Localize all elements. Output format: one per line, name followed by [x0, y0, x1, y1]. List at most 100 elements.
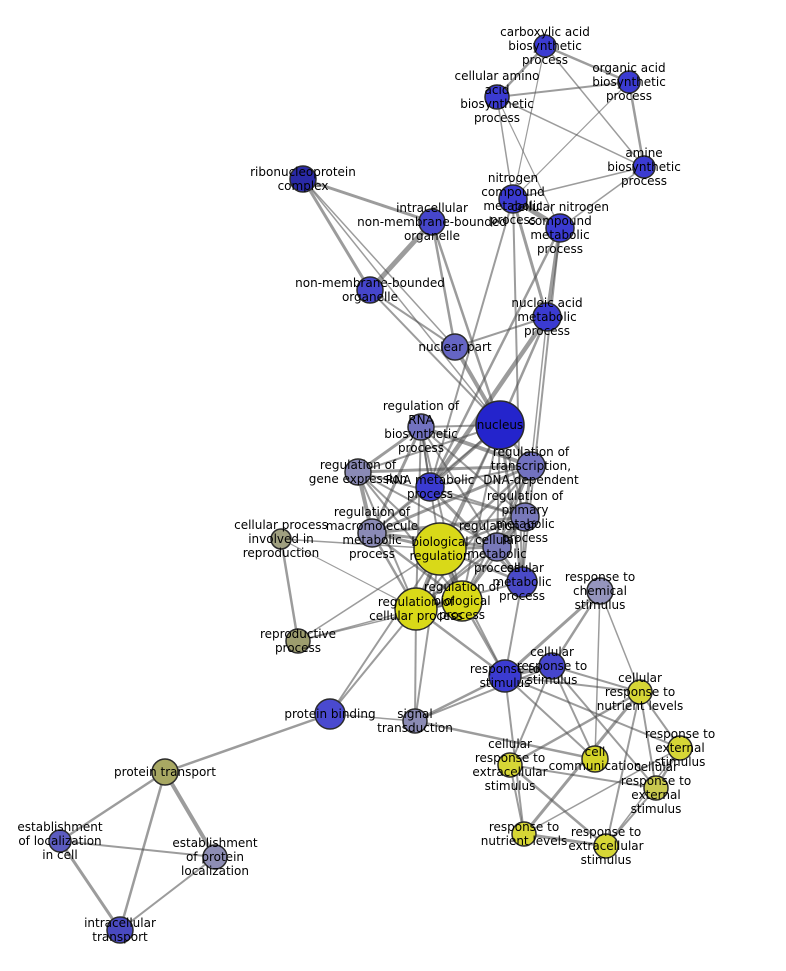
graph-node-rs[interactable] [488, 659, 522, 693]
graph-edge-rt-rge [357, 464, 532, 474]
graph-edge-inmbo-nmbo [368, 220, 434, 292]
graph-edge-crs-crext [551, 665, 657, 789]
graph-edge-oa-am [627, 81, 646, 168]
graph-edge-rrb-rcp [415, 426, 422, 610]
graph-edge-ca-am [544, 45, 645, 168]
graph-edge-cncm-rmp [428, 227, 562, 488]
graph-edge-pt-elc [59, 770, 166, 843]
graph-edge-ncm-nam [511, 198, 549, 318]
graph-edge-nam-rt [530, 316, 548, 467]
graph-edge-rrb-rpm [420, 426, 526, 518]
graph-edge-rge-rcp [357, 471, 417, 610]
graph-edge-rrb-rbp [420, 426, 463, 602]
graph-node-rpm[interactable] [510, 502, 540, 532]
graph-edge-oa-caa [496, 81, 630, 98]
graph-edge-nmbo-np [369, 289, 456, 348]
graph-edge-rext-recs [605, 747, 681, 847]
graph-node-rt[interactable] [516, 451, 546, 481]
graph-node-np[interactable] [441, 333, 469, 361]
graph-node-nuc[interactable] [475, 400, 525, 450]
graph-node-crec[interactable] [497, 752, 523, 778]
graph-edge-rcp-cpr [280, 538, 417, 610]
graph-edge-pb-pt [164, 712, 331, 774]
graph-node-nam[interactable] [532, 302, 562, 332]
graph-edge-crs-st [414, 665, 553, 722]
graph-edge-rs-st [414, 674, 506, 723]
graph-edge-crec-crext [509, 764, 657, 789]
graph-node-inmbo[interactable] [418, 208, 446, 236]
graph-edge-nam-np [454, 316, 548, 348]
graph-edge-crec-recs [509, 764, 607, 847]
graph-node-crext[interactable] [643, 775, 669, 801]
graph-edge-rext-rnl [523, 747, 681, 835]
graph-node-rrb[interactable] [407, 413, 435, 441]
graph-edge-br-rp [297, 548, 441, 642]
graph-node-ca[interactable] [533, 34, 557, 58]
graph-edge-rchs-crn [599, 590, 641, 693]
graph-node-rbp[interactable] [441, 580, 483, 622]
graph-edge-inmbo-nuc [430, 221, 502, 426]
graph-edge-crn-crec [509, 690, 641, 767]
graph-edge-rnp-nmbo [301, 178, 372, 291]
graph-edge-rrb-rcm [420, 426, 498, 548]
graph-node-am[interactable] [632, 155, 656, 179]
graph-node-rge[interactable] [344, 458, 372, 486]
graph-node-crn[interactable] [627, 679, 653, 705]
graph-edge-am-cncm [559, 166, 645, 229]
graph-edge-am-ncm [512, 166, 645, 200]
graph-edge-recs-crext [605, 787, 657, 847]
graph-node-cc[interactable] [581, 745, 609, 773]
graph-edge-rge-rcm [357, 471, 498, 548]
graph-edge-pt-epl [163, 770, 217, 859]
graph-node-caa[interactable] [484, 84, 510, 110]
graph-node-recs[interactable] [593, 833, 619, 859]
graph-node-crs[interactable] [538, 652, 566, 680]
graph-node-ncm[interactable] [498, 184, 528, 214]
graph-edge-caa-ncm [496, 96, 514, 200]
graph-node-br[interactable] [413, 522, 467, 576]
graph-edge-pt-it [118, 771, 167, 931]
graph-node-it[interactable] [106, 916, 134, 944]
graph-edge-rt-rmp [429, 465, 532, 488]
node-layer [48, 34, 693, 944]
graph-edge-rs-rchs [503, 589, 602, 678]
graph-node-cmp[interactable] [506, 566, 538, 598]
graph-edge-cpr-rp [279, 538, 300, 642]
graph-edge-rchs-cc [594, 590, 601, 760]
graph-node-epl[interactable] [202, 844, 228, 870]
graph-edge-rs-cc [504, 675, 596, 760]
graph-edge-rnp-np [302, 178, 456, 348]
graph-edge-rrb-rt [420, 425, 532, 468]
graph-node-rmm[interactable] [357, 518, 387, 548]
graph-node-pb[interactable] [314, 698, 346, 730]
graph-node-oa[interactable] [617, 70, 641, 94]
graph-node-rcm[interactable] [482, 532, 512, 562]
graph-node-rmp[interactable] [415, 472, 445, 502]
graph-edge-br-pb [329, 548, 441, 715]
graph-node-rext[interactable] [667, 735, 693, 761]
graph-edge-crn-crext [639, 691, 657, 789]
graph-edge-br-st [414, 548, 441, 722]
graph-node-cncm[interactable] [545, 213, 575, 243]
graph-edge-crn-recs [605, 691, 641, 847]
graph-edge-caa-am [496, 96, 645, 168]
graph-edge-ca-ncm [512, 45, 546, 200]
graph-node-rnp[interactable] [289, 165, 317, 193]
graph-node-st[interactable] [402, 708, 428, 734]
graph-edge-rrb-rmm [370, 426, 423, 534]
graph-node-elc[interactable] [48, 829, 72, 853]
graph-node-rchs[interactable] [586, 577, 614, 605]
graph-node-nmbo[interactable] [356, 276, 384, 304]
graph-node-rp[interactable] [285, 628, 311, 654]
graph-edge-elc-it [58, 840, 122, 931]
graph-node-rnl[interactable] [511, 821, 537, 847]
graph-node-cpr[interactable] [270, 528, 292, 550]
graph-edge-cc-st [414, 719, 596, 761]
graph-node-rcp[interactable] [394, 587, 438, 631]
graph-edge-inmbo-np [430, 221, 457, 348]
graph-node-pt[interactable] [151, 758, 179, 786]
graph-edge-caa-cncm [496, 96, 561, 229]
graph-edge-crs-rchs [550, 590, 602, 667]
